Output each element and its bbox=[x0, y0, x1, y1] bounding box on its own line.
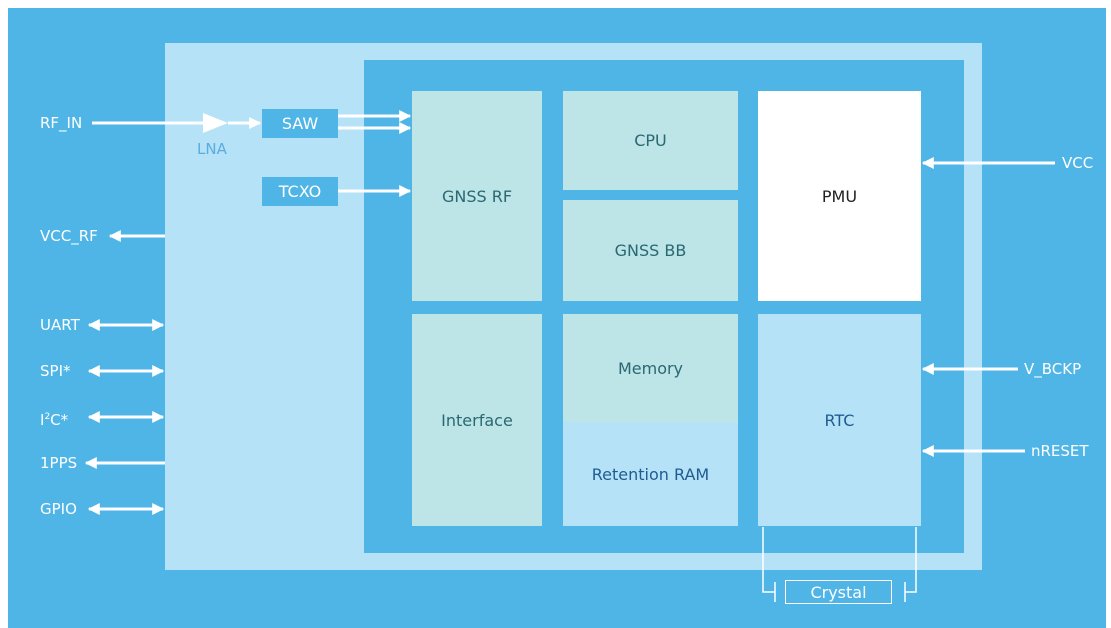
pin-uart: UART bbox=[40, 316, 80, 334]
pin-vcc: VCC bbox=[1062, 154, 1094, 172]
memory-block: Memory bbox=[563, 314, 738, 422]
crystal-box: Crystal bbox=[785, 580, 892, 604]
tcxo-box: TCXO bbox=[262, 177, 338, 206]
interface-block: Interface bbox=[412, 314, 542, 526]
pin-vcc-rf: VCC_RF bbox=[40, 227, 98, 245]
pin-i2c-superscript: 2 bbox=[44, 412, 51, 422]
retention-ram-block: Retention RAM bbox=[563, 422, 738, 526]
saw-filter-box: SAW bbox=[262, 109, 338, 138]
pin-i2c: I2C* bbox=[40, 409, 68, 428]
pin-v-bckp: V_BCKP bbox=[1024, 360, 1082, 378]
gnss-bb-label: GNSS BB bbox=[614, 241, 687, 260]
pin-gpio: GPIO bbox=[40, 500, 77, 518]
cpu-block: CPU bbox=[563, 91, 738, 190]
chip-border-gap bbox=[964, 461, 982, 553]
lna-label: LNA bbox=[197, 140, 227, 158]
pin-spi: SPI* bbox=[40, 362, 71, 380]
gnss-bb-block: GNSS BB bbox=[563, 200, 738, 301]
pin-rf-in: RF_IN bbox=[40, 114, 83, 132]
chip-border-gap bbox=[964, 380, 982, 439]
tcxo-label: TCXO bbox=[278, 182, 322, 201]
rtc-block: RTC bbox=[758, 314, 921, 526]
chip-border-gap bbox=[964, 175, 982, 358]
pin-nreset: nRESET bbox=[1031, 442, 1089, 460]
crystal-label: Crystal bbox=[810, 582, 867, 602]
gnss-rf-label: GNSS RF bbox=[441, 186, 513, 206]
pmu-label: PMU bbox=[821, 186, 858, 206]
interface-label: Interface bbox=[441, 410, 513, 430]
gnss-rf-block: GNSS RF bbox=[412, 91, 542, 301]
pin-i2c-suffix: C* bbox=[50, 411, 69, 429]
memory-label: Memory bbox=[617, 358, 684, 378]
pin-i2c-prefix: I bbox=[40, 411, 45, 429]
pin-1pps: 1PPS bbox=[40, 454, 78, 472]
saw-label: SAW bbox=[281, 114, 319, 133]
retention-ram-label: Retention RAM bbox=[591, 464, 710, 484]
cpu-label: CPU bbox=[634, 131, 667, 150]
rtc-label: RTC bbox=[824, 410, 855, 430]
pmu-block: PMU bbox=[758, 91, 921, 301]
